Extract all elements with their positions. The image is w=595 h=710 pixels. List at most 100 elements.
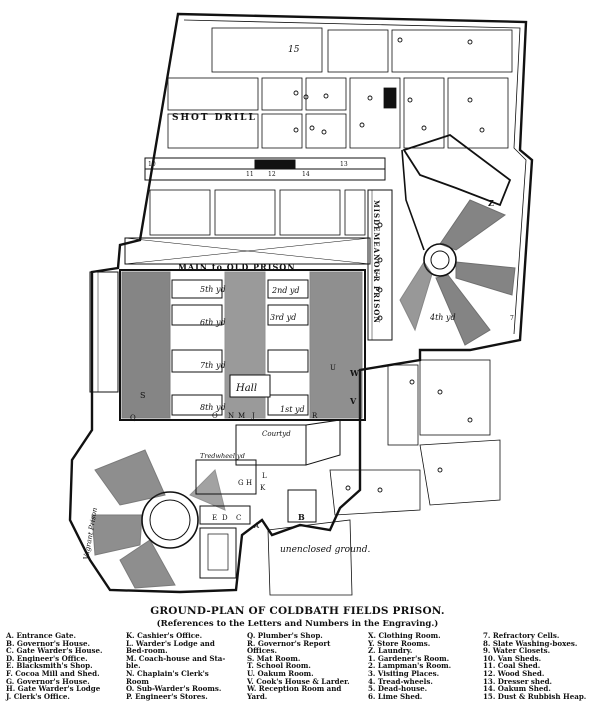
legend-entry: Yard. [247,691,268,701]
legend-column-4: X. Clothing Room. Y. Store Rooms. Z. Lau… [368,632,451,700]
legend-entry: G. Governor's House. [6,676,90,686]
letter-A: A [253,522,260,530]
legend-entry: 9. Water Closets. [483,646,551,656]
old-prison-block [119,269,366,421]
legend-entry: 13. Dresser shed. [483,676,553,686]
legend-entry: M. Coach-house and Sta- [126,653,226,663]
middle-garden-plots [149,189,366,236]
treadwheel-yard-label: Tredwheel yd [200,452,245,460]
letter-V: V [349,396,357,406]
legend-entry: ble. [126,661,141,671]
letter-E: E [212,514,217,522]
number-11: 11 [246,171,254,178]
letter-K: K [260,484,266,492]
yard-6-label: 6th yd [200,318,226,327]
yard-5-label: 5th yd [200,285,226,294]
legend-entry: Bed-room. [126,646,168,656]
letter-Z: Z [488,198,494,208]
letter-Q: Q [130,414,136,422]
number-12: 12 [268,171,276,178]
yard-2-label: 2nd yd [271,286,300,295]
legend-entry: Q. Plumber's Shop. [247,631,323,640]
vegetation-marks [293,37,485,493]
letter-M: M [238,412,245,420]
prison-ground-plan: SHOT DRILL MAIN to OLD PRISON MISDEMEANO… [68,12,534,596]
legend-entry: P. Engineer's Stores. [126,691,208,701]
letter-N: N [228,412,234,420]
yard-7-label: 7th yd [200,361,226,370]
letter-H: H [246,479,252,487]
misdemeanour-radial-prison [399,133,516,346]
legend-entry: 4. Tread-wheels. [368,676,433,686]
legend-column-3: Q. Plumber's Shop. R. Governor's Report … [247,632,350,700]
legend-entry: D. Engineer's Office. [6,653,88,663]
yard-3-label: 3rd yd [270,313,296,322]
legend-entry: 14. Oakum Shed. [483,684,551,694]
legend-entry: N. Chaplain's Clerk's [126,668,209,678]
letter-Y: Y [373,269,380,278]
unenclosed-ground [267,519,353,596]
letter-R: R [312,412,318,420]
number-14: 14 [302,171,310,178]
legend-entry: W. Reception Room and [247,684,342,694]
legend-entry: Room [126,676,149,686]
legend-column-1: A. Entrance Gate. B. Governor's House. C… [6,632,102,700]
vagrant-radial-prison [89,271,226,589]
gatehouse-block [195,419,341,579]
legend-entry: O. Sub-Warder's Rooms. [126,684,222,694]
legend-entry: 7. Refractory Cells. [483,631,560,640]
legend-entry: K. Cashier's Office. [126,631,203,640]
main-corridor [124,237,371,265]
legend-entry: 10. Van Sheds. [483,653,542,663]
letter-L: L [262,472,267,480]
misdemeanour-label: MISDEMEANOUR PRISON [372,200,381,324]
legend-column-5: 7. Refractory Cells. 8. Slate Washing-bo… [483,632,586,700]
legend-entry: J. Clerk's Office. [6,691,70,701]
letter-J: J [251,412,255,420]
outer-boundary-wall [68,12,534,594]
number-7: 7 [510,315,514,322]
legend-entry: 6. Lime Shed. [368,691,423,701]
legend-entry: V. Cook's House & Larder. [247,676,350,686]
hall-label: Hall [235,383,257,394]
legend-entry: 2. Lampman's Room. [368,661,452,671]
legend-entry: T. School Room. [247,661,311,671]
letter-D: D [222,514,228,522]
yard-8-label: 8th yd [200,403,226,412]
unenclosed-ground-label: unenclosed ground. [280,545,370,555]
legend-entry: 8. Slate Washing-boxes. [483,638,578,648]
legend-entry: E. Blacksmith's Shop. [6,661,93,671]
legend-entry: A. Entrance Gate. [6,631,76,640]
number-15: 15 [288,45,300,55]
legend-entry: Y. Store Rooms. [368,638,431,648]
legend-entry: 12. Wood Shed. [483,668,545,678]
legend-entry: 3. Visiting Places. [368,668,440,678]
legend-entry: L. Warder's Lodge and [126,638,215,648]
courtyard-label: Courtyd [262,430,291,438]
letter-O: O [212,412,218,420]
legend-entry: Offices. [247,646,277,656]
legend-column-2: K. Cashier's Office. L. Warder's Lodge a… [126,632,225,700]
legend: A. Entrance Gate. B. Governor's House. C… [6,632,592,708]
plan-title: GROUND-PLAN OF COLDBATH FIELDS PRISON. [150,605,445,617]
legend-entry: H. Gate Warder's Lodge [6,684,101,694]
legend-entry: Z. Laundry. [368,646,413,656]
misdemeanour-corridor [367,189,393,341]
shed-strip [144,157,386,181]
legend-entry: 5. Dead-house. [368,684,428,694]
letter-C: C [236,514,241,522]
letter-W: W [349,368,360,378]
letter-S: S [140,391,145,400]
main-corridor-label: MAIN to OLD PRISON [178,262,296,272]
legend-entry: S. Mat Room. [247,653,301,663]
legend-entry: X. Clothing Room. [368,631,441,640]
number-13: 13 [340,161,348,168]
legend-entry: F. Cocoa Mill and Shed. [6,668,100,678]
letter-B: B [298,512,305,522]
legend-entry: U. Oakum Room. [247,668,314,678]
outer-boundary-wall-inner [183,19,527,335]
legend-entry: R. Governor's Report [247,638,331,648]
yard-1-label: 1st yd [280,405,305,414]
north-field-plots [167,27,513,149]
number-10: 10 [148,161,156,168]
